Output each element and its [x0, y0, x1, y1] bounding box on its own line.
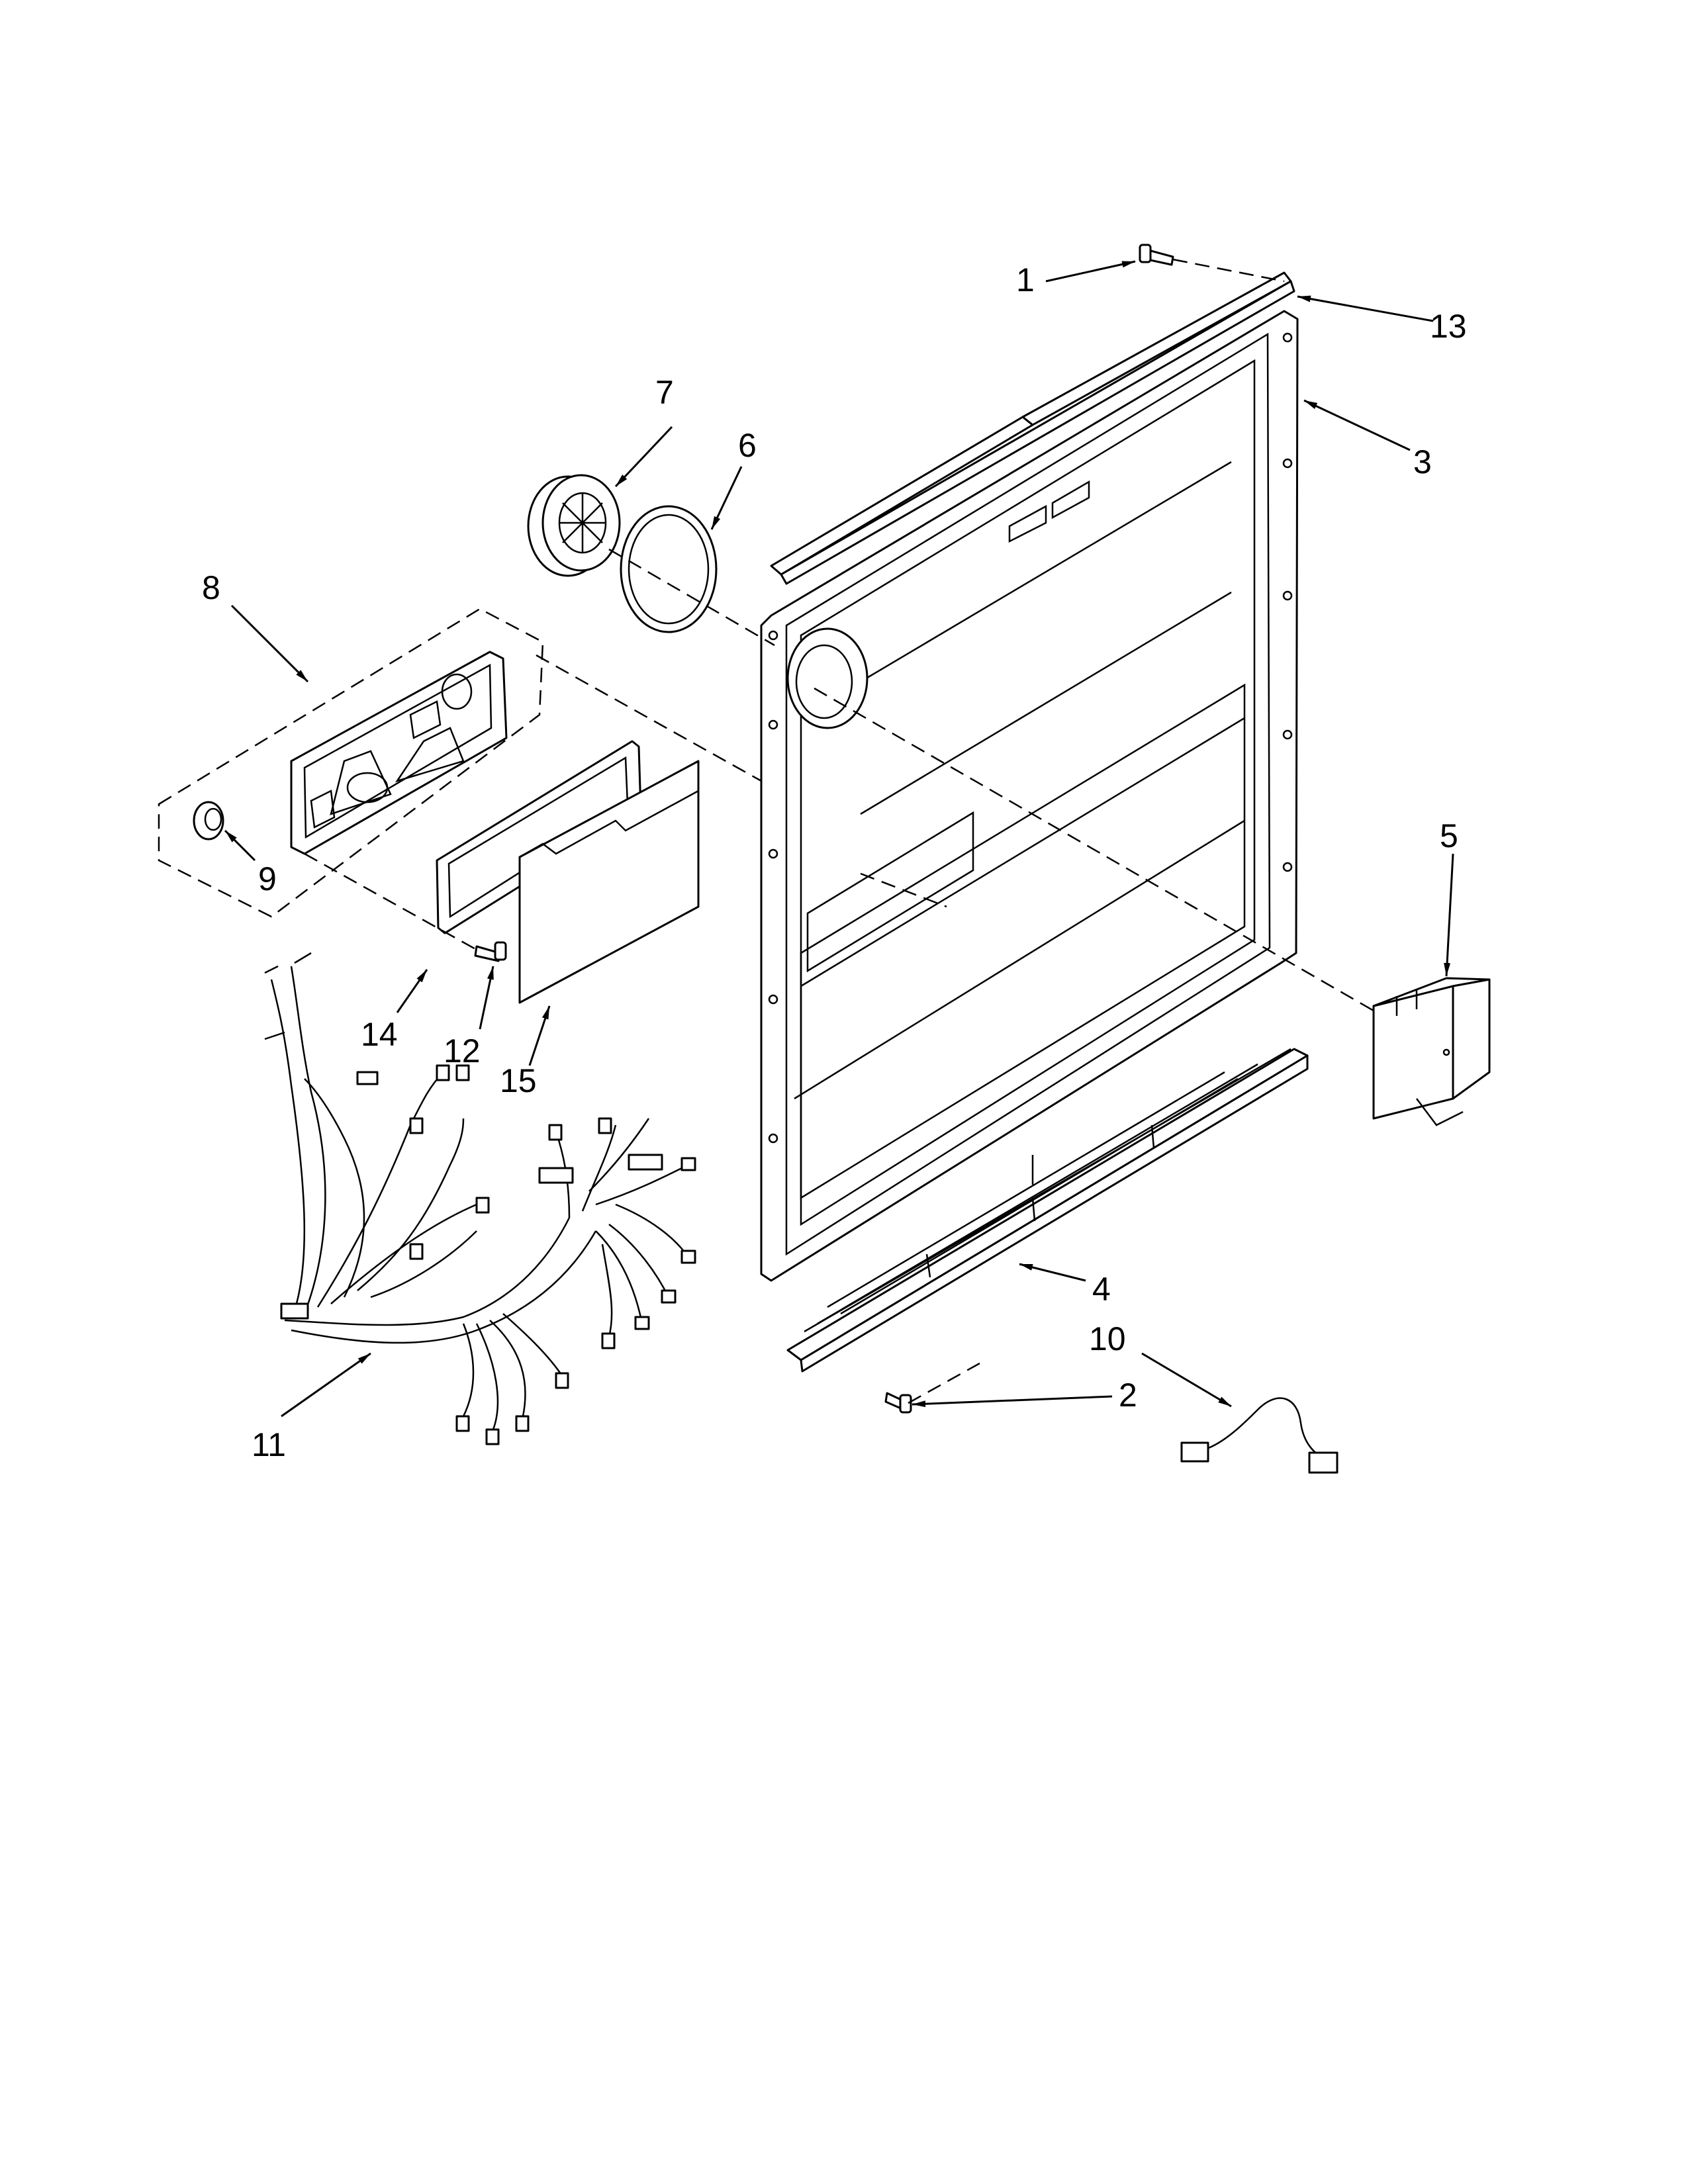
cable-10: [1180, 1397, 1338, 1474]
wire-harness: [264, 952, 696, 1445]
callout-3: 3: [1413, 443, 1432, 480]
callout-12: 12: [444, 1032, 481, 1069]
screw-1: [1139, 244, 1174, 266]
screw-2: [884, 1392, 912, 1414]
callout-labels: 1 13 3 7 6 8 9 5 14 12 15 4 10 2 11: [202, 261, 1467, 1463]
top-trim-strip: [770, 271, 1295, 585]
callout-11: 11: [252, 1426, 286, 1463]
callout-2: 2: [1119, 1377, 1137, 1414]
control-board: [518, 760, 700, 1004]
assembly-lines: [304, 258, 1378, 1404]
inner-door-panel: [760, 310, 1299, 1282]
callout-15: 15: [500, 1062, 537, 1099]
callout-7: 7: [655, 374, 674, 411]
callout-5: 5: [1440, 817, 1458, 854]
callout-9: 9: [258, 860, 277, 897]
callout-1: 1: [1016, 261, 1035, 298]
knob-9: [193, 801, 224, 841]
seal-ring: [620, 505, 718, 633]
panel-screw-holes: [768, 332, 1293, 1144]
control-housing-assembly: [158, 608, 544, 918]
callout-14: 14: [361, 1016, 398, 1053]
callout-13: 13: [1430, 308, 1467, 345]
bottom-strip: [786, 1048, 1309, 1373]
callout-6: 6: [738, 427, 757, 464]
callout-10: 10: [1089, 1320, 1126, 1357]
screw-12: [474, 941, 507, 962]
side-bracket: [1372, 977, 1491, 1126]
vent-cap: [527, 474, 621, 577]
callout-8: 8: [202, 569, 220, 606]
leader-arrows: [224, 260, 1454, 1418]
callout-4: 4: [1092, 1271, 1111, 1308]
